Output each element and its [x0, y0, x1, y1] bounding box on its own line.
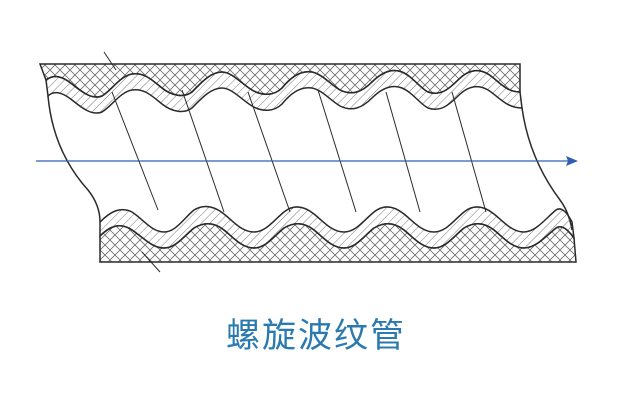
diagram-caption: 螺旋波纹管 [226, 316, 406, 356]
helix-line [111, 91, 159, 211]
helix-line [385, 91, 421, 213]
left-end-curve [47, 95, 101, 223]
helix-line [103, 51, 117, 71]
bottom-braid-layer [99, 223, 577, 263]
axis-arrow [36, 156, 578, 166]
helix-line [451, 91, 487, 213]
helix-lines [103, 51, 487, 273]
corrugated-pipe-diagram [36, 51, 578, 273]
helix-line [181, 89, 225, 213]
arrowhead-icon [566, 156, 578, 166]
helix-line [317, 89, 357, 213]
helix-line [141, 251, 161, 273]
helix-line [247, 91, 291, 213]
